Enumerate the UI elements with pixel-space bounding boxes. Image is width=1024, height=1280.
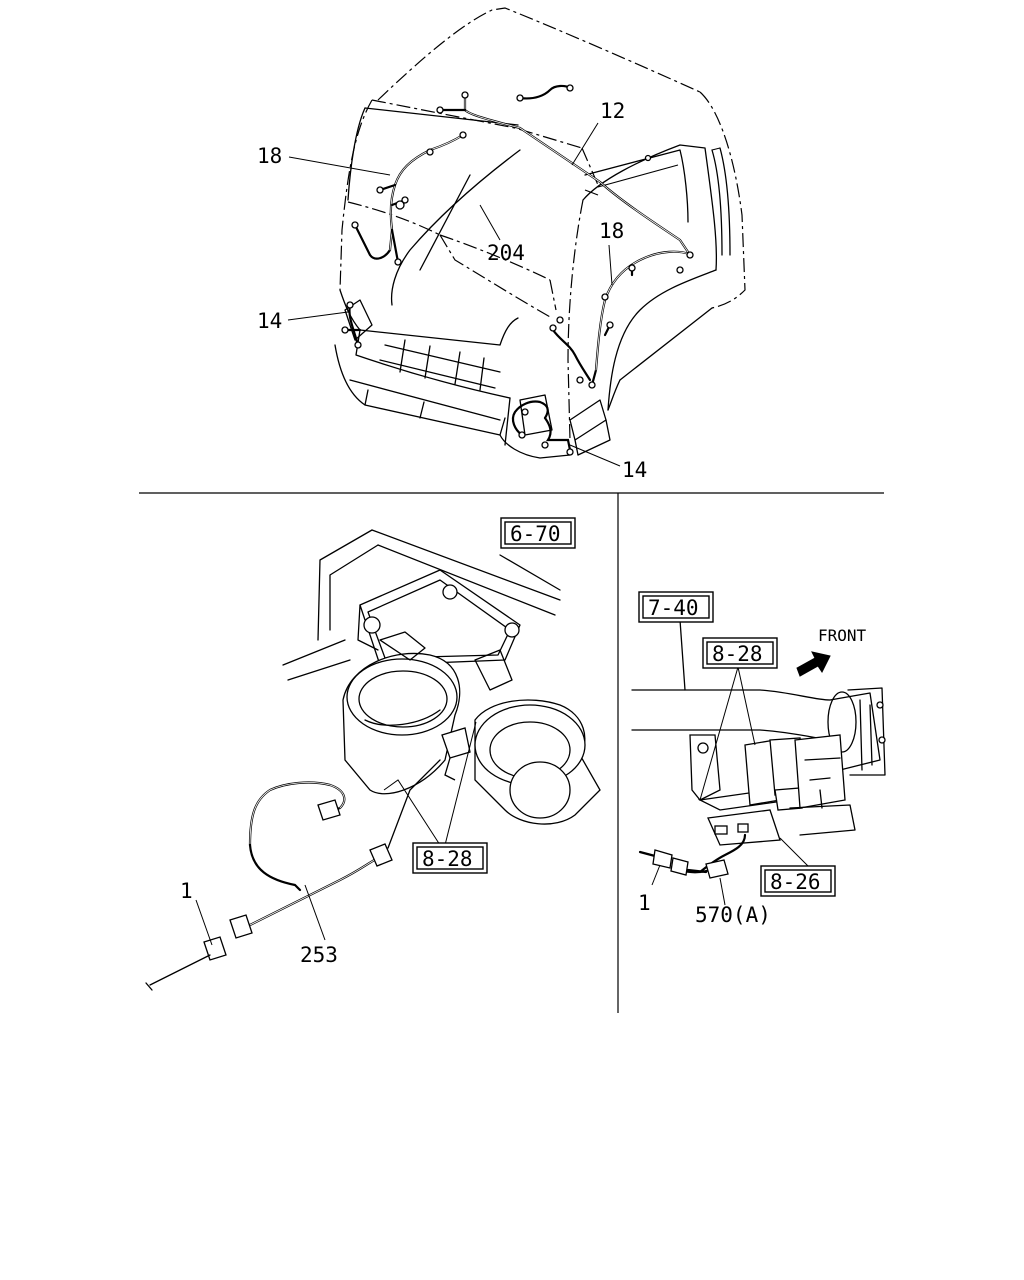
callout-253: 253: [300, 943, 338, 967]
callout-12: 12: [600, 99, 625, 123]
svg-text:8-28: 8-28: [712, 642, 763, 666]
callout-570a: 570(A): [695, 903, 771, 927]
relay-assembly-illustration: [631, 619, 886, 906]
ref-box-8-28-right[interactable]: 8-28: [702, 637, 778, 669]
callout-18-left: 18: [257, 144, 282, 168]
horn-assembly-illustration: [145, 529, 601, 991]
callout-18-right: 18: [599, 219, 624, 243]
ref-box-6-70[interactable]: 6-70: [500, 517, 576, 549]
svg-text:8-26: 8-26: [770, 870, 821, 894]
truck-cab-illustration: [287, 7, 746, 467]
callout-14-left: 14: [257, 309, 282, 333]
callout-1-left: 1: [180, 879, 193, 903]
callout-204: 204: [487, 241, 525, 265]
svg-text:7-40: 7-40: [648, 596, 699, 620]
svg-text:8-28: 8-28: [422, 847, 473, 871]
ref-box-8-26[interactable]: 8-26: [760, 865, 836, 897]
callout-1-right: 1: [638, 891, 651, 915]
ref-box-8-28-left[interactable]: 8-28: [412, 842, 488, 874]
ref-box-7-40[interactable]: 7-40: [638, 591, 714, 623]
front-direction-label: FRONT: [818, 626, 867, 645]
callout-14-right: 14: [622, 458, 647, 482]
svg-text:6-70: 6-70: [510, 522, 561, 546]
